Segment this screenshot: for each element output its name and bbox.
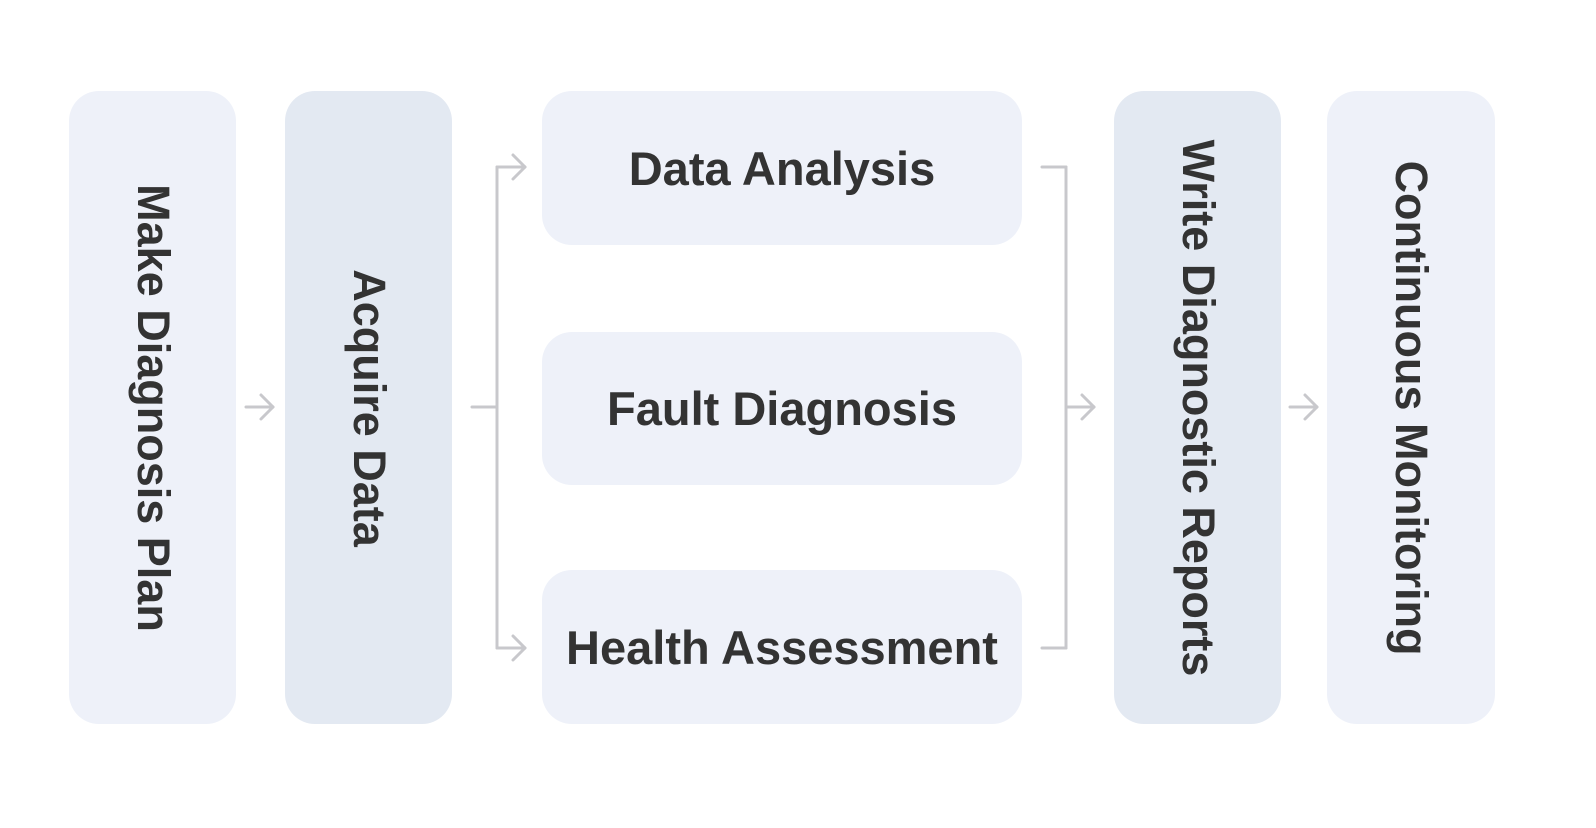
step-write-diagnostic-reports: Write Diagnostic Reports	[1114, 91, 1281, 724]
merge-connector	[1040, 165, 1068, 650]
arrow-right-icon	[1064, 393, 1096, 421]
arrow-right-icon	[244, 393, 275, 421]
arrow-right-icon	[495, 634, 527, 662]
step-acquire-data: Acquire Data	[285, 91, 452, 724]
arrow-right-icon	[495, 153, 527, 181]
step-data-analysis: Data Analysis	[542, 91, 1022, 245]
branch-connector	[470, 165, 499, 650]
arrow-right-icon	[1288, 393, 1319, 421]
step-label: Health Assessment	[566, 620, 998, 674]
step-make-diagnosis-plan: Make Diagnosis Plan	[69, 91, 236, 724]
step-label: Data Analysis	[628, 141, 936, 195]
step-fault-diagnosis: Fault Diagnosis	[542, 332, 1022, 485]
step-label: Fault Diagnosis	[607, 382, 957, 435]
step-health-assessment: Health Assessment	[542, 570, 1022, 724]
step-continuous-monitoring: Continuous Monitoring	[1327, 91, 1495, 724]
